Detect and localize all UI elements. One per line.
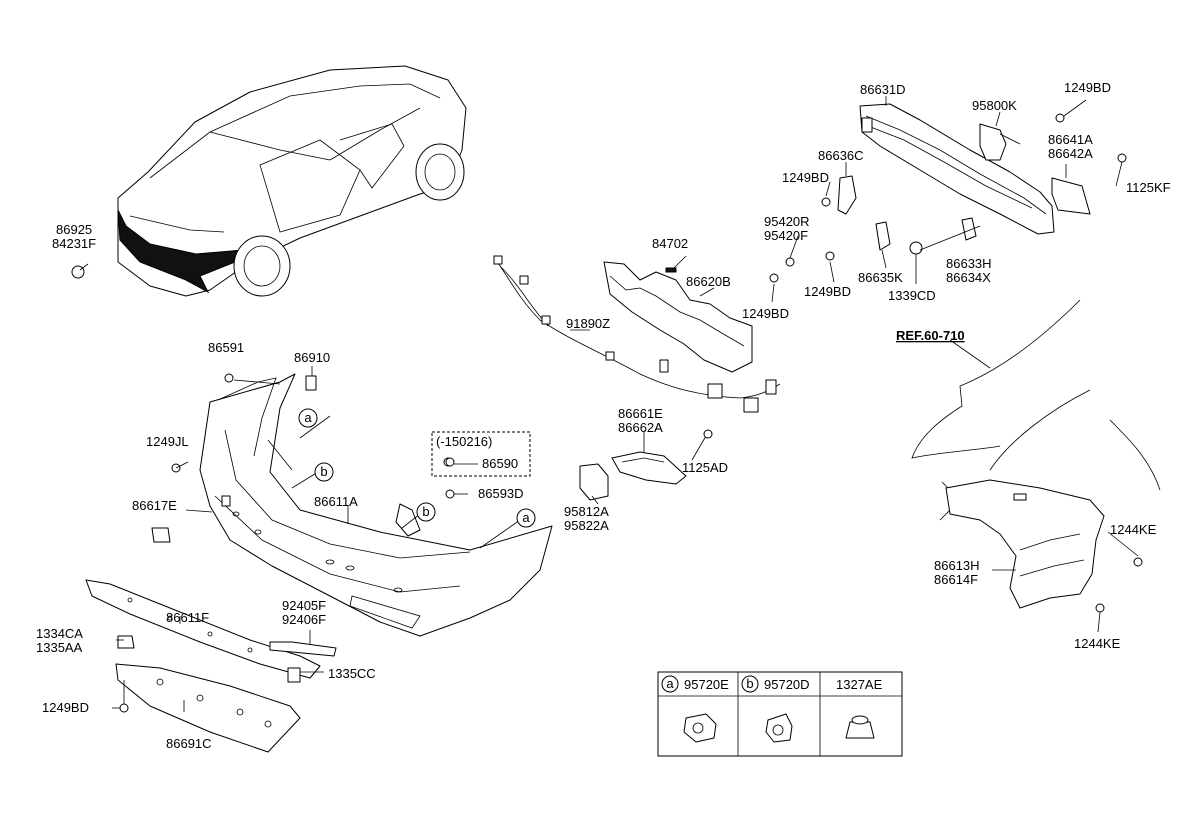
callout-b-2: b xyxy=(416,502,436,522)
label-86590: 86590 xyxy=(482,456,518,471)
part-labels: 86925 84231F 86591 86910 1249JL 86617E 8… xyxy=(36,80,1171,751)
label-1335aa: 1335AA xyxy=(36,640,83,655)
legend-col-c: 1327AE xyxy=(836,677,883,739)
label-86613h: 86613H xyxy=(934,558,980,573)
label-86633h: 86633H xyxy=(946,256,992,271)
label-1244ke-upper: 1244KE xyxy=(1110,522,1157,537)
label-1249bd-top-right: 1249BD xyxy=(1064,80,1111,95)
label-1249bd-beam-mid: 1249BD xyxy=(804,284,851,299)
wiring-harness xyxy=(493,255,781,413)
legend-c-part-number: 1327AE xyxy=(836,677,883,692)
bolt-1125ad xyxy=(691,429,713,461)
legend-b-circle-text: b xyxy=(746,676,753,691)
label-84231f: 84231F xyxy=(52,236,96,251)
dashed-date-box xyxy=(431,431,531,477)
label-86591: 86591 xyxy=(208,340,244,355)
label-95420f: 95420F xyxy=(764,228,808,243)
sensor-95800k xyxy=(979,123,1021,161)
label-92406f: 92406F xyxy=(282,612,326,627)
callout-a-1: a xyxy=(298,408,318,428)
label-86642a: 86642A xyxy=(1048,146,1093,161)
label-86620b: 86620B xyxy=(686,274,731,289)
label-1339cd: 1339CD xyxy=(888,288,936,303)
label-150216: (-150216) xyxy=(436,434,492,449)
bolts-1244ke xyxy=(1095,557,1143,613)
label-86611f: 86611F xyxy=(166,610,209,625)
callout-a-2-text: a xyxy=(522,510,530,525)
bracket-86636c xyxy=(837,175,857,215)
label-92405f: 92405F xyxy=(282,598,326,613)
callout-b-1-text: b xyxy=(320,464,327,479)
label-86617e: 86617E xyxy=(132,498,177,513)
bolt-1249bd-bottom xyxy=(119,680,129,713)
label-86635k: 86635K xyxy=(858,270,903,285)
label-86593d: 86593D xyxy=(478,486,524,501)
undercover-86691c xyxy=(115,663,301,753)
label-1249bd-bottom: 1249BD xyxy=(42,700,89,715)
car-illustration xyxy=(71,65,467,297)
label-86634x: 86634X xyxy=(946,270,991,285)
energy-absorber-86620b xyxy=(603,261,753,373)
bracket-86641a xyxy=(1051,177,1091,215)
label-1249bd-beam-left: 1249BD xyxy=(782,170,829,185)
bumper-rail-86611f xyxy=(85,579,321,679)
callout-a-2: a xyxy=(516,508,536,528)
label-1125ad: 1125AD xyxy=(682,460,728,475)
label-1249jl: 1249JL xyxy=(146,434,189,449)
label-86611a: 86611A xyxy=(314,494,358,509)
nut-1339cd xyxy=(909,241,923,255)
label-86636c: 86636C xyxy=(818,148,864,163)
callout-b-2-text: b xyxy=(422,504,429,519)
label-95800k: 95800K xyxy=(972,98,1017,113)
label-1244ke-lower: 1244KE xyxy=(1074,636,1121,651)
bracket-86633h xyxy=(961,217,977,241)
label-95822a: 95822A xyxy=(564,518,609,533)
label-86691c: 86691C xyxy=(166,736,212,751)
legend-col-b: b 95720D xyxy=(741,675,810,743)
label-86641a: 86641A xyxy=(1048,132,1093,147)
label-86662a: 86662A xyxy=(618,420,663,435)
leader-lines xyxy=(79,96,1139,712)
bracket-86635k xyxy=(875,221,891,251)
beam-small-fasteners xyxy=(769,113,1127,283)
label-86910: 86910 xyxy=(294,350,330,365)
label-86631d: 86631D xyxy=(860,82,906,97)
label-1334ca: 1334CA xyxy=(36,626,83,641)
label-86614f: 86614F xyxy=(934,572,978,587)
label-86925: 86925 xyxy=(56,222,92,237)
legend-a-circle-text: a xyxy=(666,676,674,691)
callout-b-1: b xyxy=(314,462,334,482)
label-ref-60-710: REF.60-710 xyxy=(896,328,965,343)
label-91890z: 91890Z xyxy=(566,316,610,331)
legend-a-part-number: 95720E xyxy=(684,677,729,692)
label-86661e: 86661E xyxy=(618,406,663,421)
label-1249bd-beam-low: 1249BD xyxy=(742,306,789,321)
label-1335cc: 1335CC xyxy=(328,666,376,681)
legend-col-a: a 95720E xyxy=(661,675,729,743)
label-95420r: 95420R xyxy=(764,214,810,229)
legend-b-part-number: 95720D xyxy=(764,677,810,692)
radar-sensor-95812a xyxy=(579,463,609,501)
back-beam-86631d xyxy=(859,103,1055,235)
label-95812a: 95812A xyxy=(564,504,609,519)
callout-a-1-text: a xyxy=(304,410,312,425)
label-84702: 84702 xyxy=(652,236,688,251)
reflector-86661e xyxy=(611,451,687,485)
label-1125kf: 1125KF xyxy=(1126,180,1171,195)
reflector-92405f xyxy=(269,641,337,657)
side-bracket-86613h xyxy=(945,479,1105,609)
legend-table: a 95720E b 95720D 1327AE xyxy=(657,671,903,757)
